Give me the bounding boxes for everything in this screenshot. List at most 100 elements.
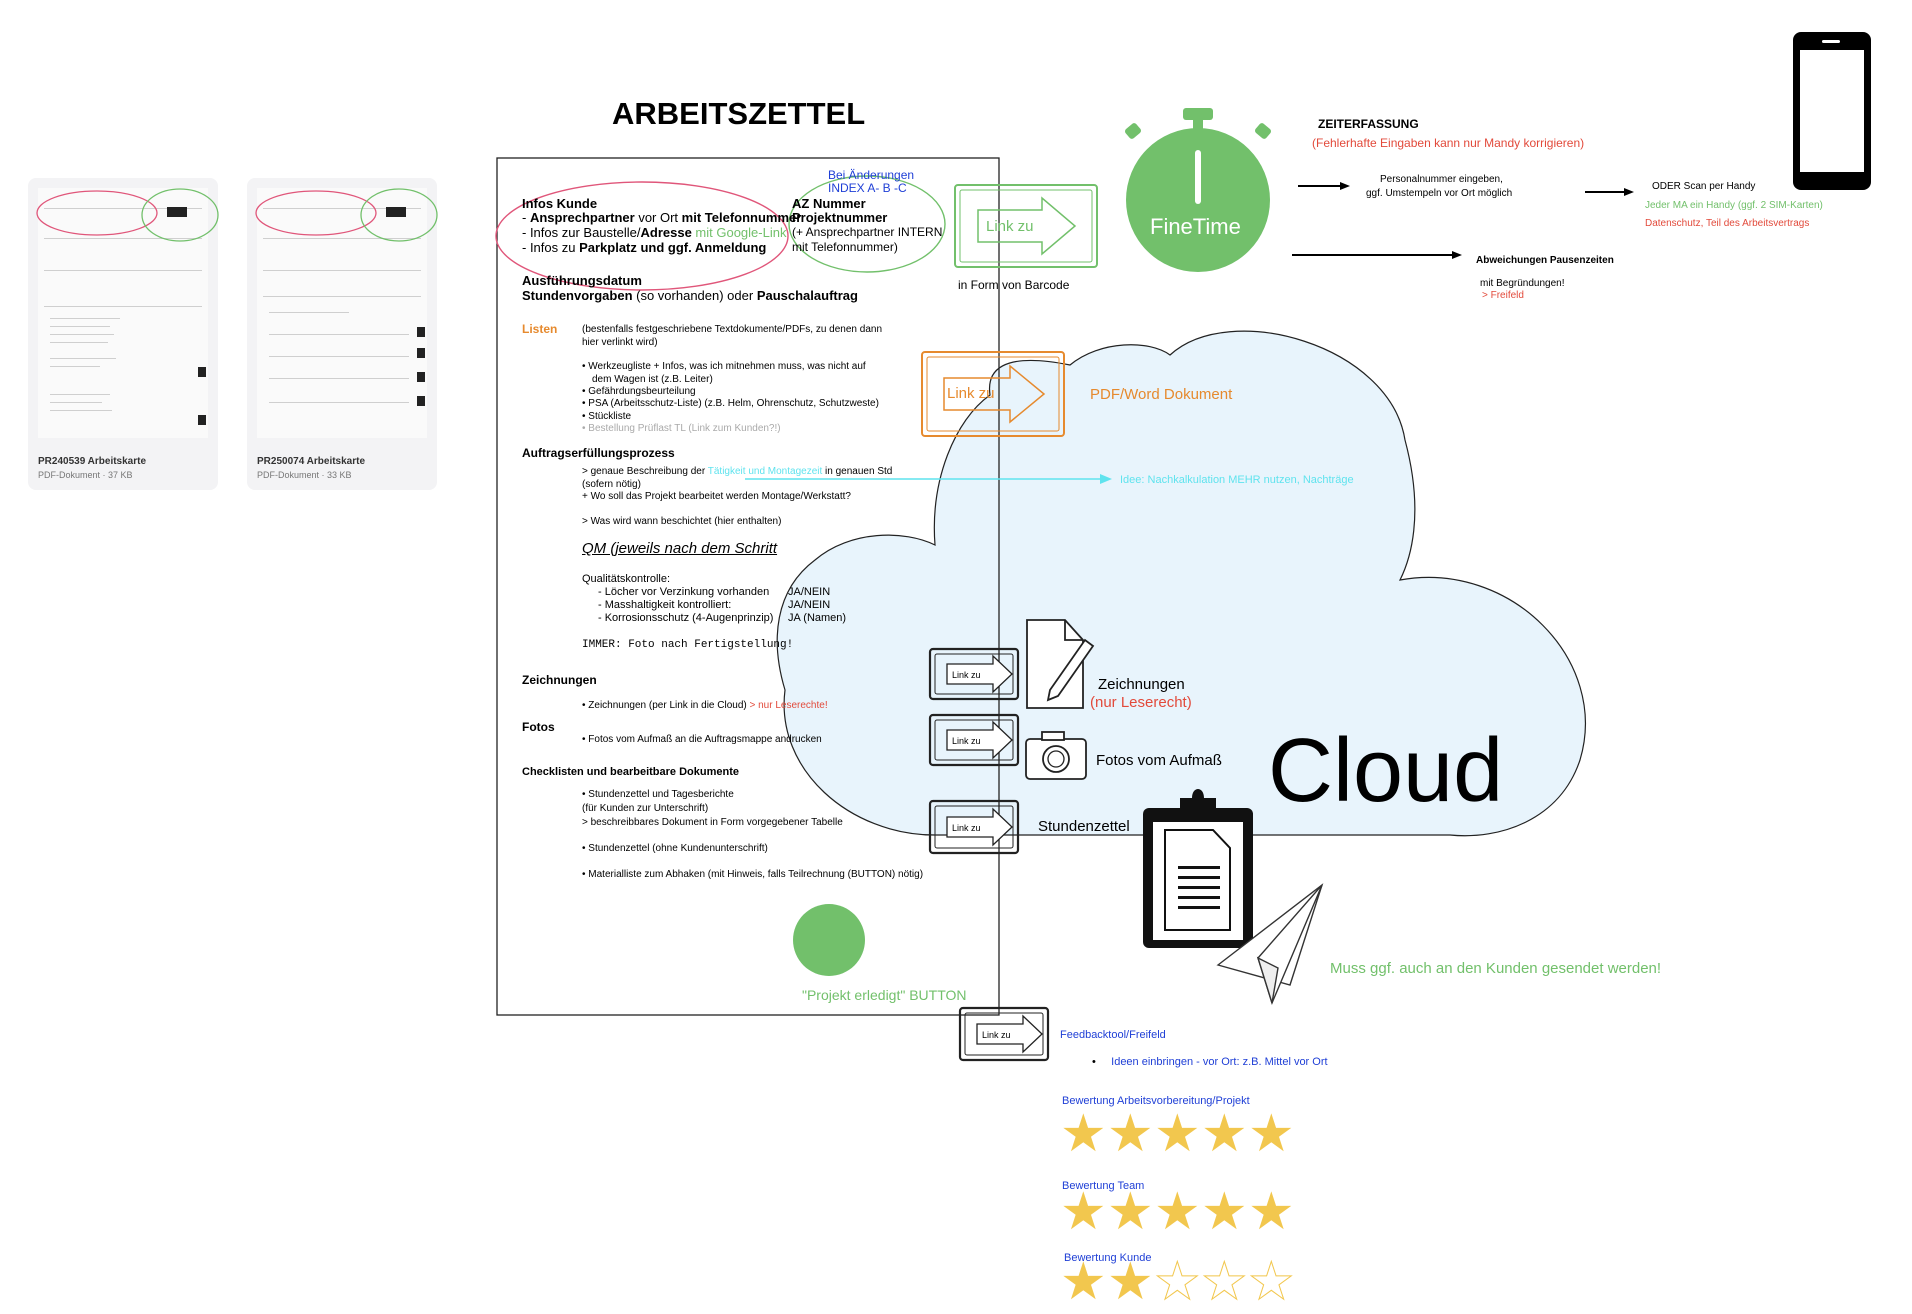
changes-note-line2: INDEX A- B -C xyxy=(828,181,907,195)
zeiterfassung-step1-line1: Personalnummer eingeben, xyxy=(1380,174,1503,185)
star-filled-icon[interactable]: ★ xyxy=(1201,1105,1248,1163)
checklisten-item: • Materialliste zum Abhaken (mit Hinweis… xyxy=(582,869,924,880)
star-filled-icon[interactable]: ★ xyxy=(1154,1183,1201,1241)
link-zu-barcode-label[interactable]: Link zu xyxy=(986,218,1034,235)
handy-note: Jeder MA ein Handy (ggf. 2 SIM-Karten) xyxy=(1645,200,1823,211)
drawing-document-icon xyxy=(1026,619,1095,709)
link-zu-feedback-button xyxy=(958,1006,1050,1062)
parkplatz-line: - Infos zu Parkplatz und ggf. Anmeldung xyxy=(522,240,767,255)
camera-icon xyxy=(1025,731,1087,780)
cloud-label: Cloud xyxy=(1268,721,1504,821)
customer-info-ellipse xyxy=(495,181,789,291)
listen-item: • PSA (Arbeitsschutz-Liste) (z.B. Helm, … xyxy=(582,398,879,409)
checklisten-item: • Stundenzettel (ohne Kundenunterschrift… xyxy=(582,843,768,854)
star-filled-icon[interactable]: ★ xyxy=(1248,1183,1295,1241)
cloud-kunden-note: Muss ggf. auch an den Kunden gesendet we… xyxy=(1330,960,1662,977)
qk-item-1: - Löcher vor Verzinkung vorhanden xyxy=(598,586,770,598)
auftragserfuellung-heading: Auftragserfüllungsprozess xyxy=(522,446,675,460)
clipboard-icon xyxy=(1143,789,1253,948)
checklisten-item: • Stundenzettel und Tagesberichte xyxy=(582,789,734,800)
thumbnail-2-red-ellipse xyxy=(255,190,377,236)
rating-stars-kunde[interactable]: ★★★★★ xyxy=(1060,1256,1300,1314)
ansprechpartner-intern: (+ Ansprechpartner INTERN xyxy=(792,225,943,239)
barcode-caption: in Form von Barcode xyxy=(958,278,1070,292)
star-filled-icon[interactable]: ★ xyxy=(1154,1105,1201,1163)
link-zu-fotos-button xyxy=(928,713,1020,767)
star-filled-icon[interactable]: ★ xyxy=(1107,1183,1154,1241)
star-filled-icon[interactable]: ★ xyxy=(1060,1253,1107,1311)
qk-item-2: - Masshaltigkeit kontrolliert: xyxy=(598,599,732,611)
page-title: ARBEITSZETTEL xyxy=(612,96,866,131)
zeichnungen-item: • Zeichnungen (per Link in die Cloud) > … xyxy=(582,700,828,711)
rating-stars-arbeitsvorbereitung[interactable]: ★★★★★ xyxy=(1060,1108,1300,1168)
thumbnail-meta: PDF-Dokument · 33 KB xyxy=(257,470,352,480)
link-zu-stundenzettel-label[interactable]: Link zu xyxy=(952,823,981,833)
star-filled-icon[interactable]: ★ xyxy=(1107,1105,1154,1163)
checklisten-item: (für Kunden zur Unterschrift) xyxy=(582,803,709,814)
projektnummer-label: Projektnummer xyxy=(792,210,888,225)
link-zu-fotos-label[interactable]: Link zu xyxy=(952,736,981,746)
star-empty-icon[interactable]: ★ xyxy=(1154,1253,1202,1311)
star-empty-icon[interactable]: ★ xyxy=(1201,1253,1249,1311)
qk-item-3: - Korrosionsschutz (4-Augenprinzip) xyxy=(598,612,774,624)
pdf-preview-page xyxy=(257,188,427,438)
barcode-icons xyxy=(167,207,425,425)
auftrag-line-3: + Wo soll das Projekt bearbeitet werden … xyxy=(582,491,851,502)
pdf-word-label: PDF/Word Dokument xyxy=(1090,386,1233,403)
star-filled-icon[interactable]: ★ xyxy=(1060,1183,1107,1241)
checklisten-heading: Checklisten und bearbeitbare Dokumente xyxy=(522,766,739,778)
auftrag-line-2: (sofern nötig) xyxy=(582,479,641,490)
star-filled-icon[interactable]: ★ xyxy=(1201,1183,1248,1241)
arbeitszettel-document-frame xyxy=(496,157,1000,1016)
thumbnail-meta: PDF-Dokument · 37 KB xyxy=(38,470,133,480)
rating-stars-team[interactable]: ★★★★★ xyxy=(1060,1186,1300,1246)
finetime-label: FineTime xyxy=(1150,214,1241,239)
zeiterfassung-note: (Fehlerhafte Eingaben kann nur Mandy kor… xyxy=(1312,136,1585,150)
pdf-preview-page xyxy=(38,188,208,438)
abweichungen-label: Abweichungen Pausenzeiten xyxy=(1476,255,1614,266)
datenschutz-note: Datenschutz, Teil des Arbeitsvertrags xyxy=(1645,218,1810,229)
idea-note: Idee: Nachkalkulation MEHR nutzen, Nacht… xyxy=(1120,474,1354,486)
pdf-thumbnail-1[interactable]: PR240539 Arbeitskarte PDF-Dokument · 37 … xyxy=(28,178,218,490)
projekt-erledigt-button[interactable]: "Projekt erledigt" BUTTON xyxy=(802,987,967,1003)
link-zu-zeichnungen-label[interactable]: Link zu xyxy=(952,670,981,680)
fotos-item: • Fotos vom Aufmaß an die Auftragsmappe … xyxy=(582,734,822,745)
projekt-erledigt-button-circle xyxy=(793,904,865,976)
cloud-shape xyxy=(776,330,1586,837)
listen-item: • Gefährdungsbeurteilung xyxy=(582,386,696,397)
finetime-stopwatch-icon xyxy=(1125,108,1271,272)
az-number-ellipse xyxy=(788,175,946,273)
link-zu-pdf-label[interactable]: Link zu xyxy=(947,385,995,402)
fotos-heading: Fotos xyxy=(522,720,555,734)
zeiterfassung-title: ZEITERFASSUNG xyxy=(1318,117,1419,131)
qk-item-2-value: JA/NEIN xyxy=(788,599,831,611)
begruendung-label: mit Begründungen! xyxy=(1480,278,1565,289)
mit-telefonnummer: mit Telefonnummer) xyxy=(792,240,898,254)
star-filled-icon[interactable]: ★ xyxy=(1107,1253,1154,1311)
stundenvorgaben-line: Stundenvorgaben (so vorhanden) oder Paus… xyxy=(522,288,858,303)
cloud-stundenzettel-label: Stundenzettel xyxy=(1038,818,1130,835)
feedback-title: Feedbacktool/Freifeld xyxy=(1060,1029,1166,1041)
star-empty-icon[interactable]: ★ xyxy=(1248,1253,1296,1311)
listen-item: • Bestellung Prüflast TL (Link zum Kunde… xyxy=(582,423,781,434)
smartphone-icon xyxy=(1793,32,1871,190)
ansprechpartner-line: - Ansprechpartner vor Ort mit Telefonnum… xyxy=(522,210,802,225)
link-zu-feedback-label[interactable]: Link zu xyxy=(982,1030,1011,1040)
qk-item-1-value: JA/NEIN xyxy=(788,586,831,598)
zeichnungen-heading: Zeichnungen xyxy=(522,673,597,687)
qualitaetskontrolle-label: Qualitätskontrolle: xyxy=(582,573,671,585)
ausfuehrungsdatum-label: Ausführungsdatum xyxy=(522,273,642,288)
zeiterfassung-step1-line2: ggf. Umstempeln vor Ort möglich xyxy=(1366,188,1513,199)
listen-description-2: hier verlinkt wird) xyxy=(582,337,658,348)
thumbnail-1-red-ellipse xyxy=(36,190,158,236)
thumbnail-filename: PR250074 Arbeitskarte xyxy=(257,456,366,467)
thumbnail-1-green-ellipse xyxy=(141,188,219,242)
star-filled-icon[interactable]: ★ xyxy=(1248,1105,1295,1163)
freifeld-label: > Freifeld xyxy=(1482,290,1524,301)
scan-per-handy: ODER Scan per Handy xyxy=(1652,181,1756,192)
cloud-zeichnungen-label: Zeichnungen xyxy=(1098,676,1185,693)
baustelle-line: - Infos zur Baustelle/Adresse mit Google… xyxy=(522,225,787,240)
auftrag-line-1: > genaue Beschreibung der Tätigkeit und … xyxy=(582,466,893,477)
star-filled-icon[interactable]: ★ xyxy=(1060,1105,1107,1163)
